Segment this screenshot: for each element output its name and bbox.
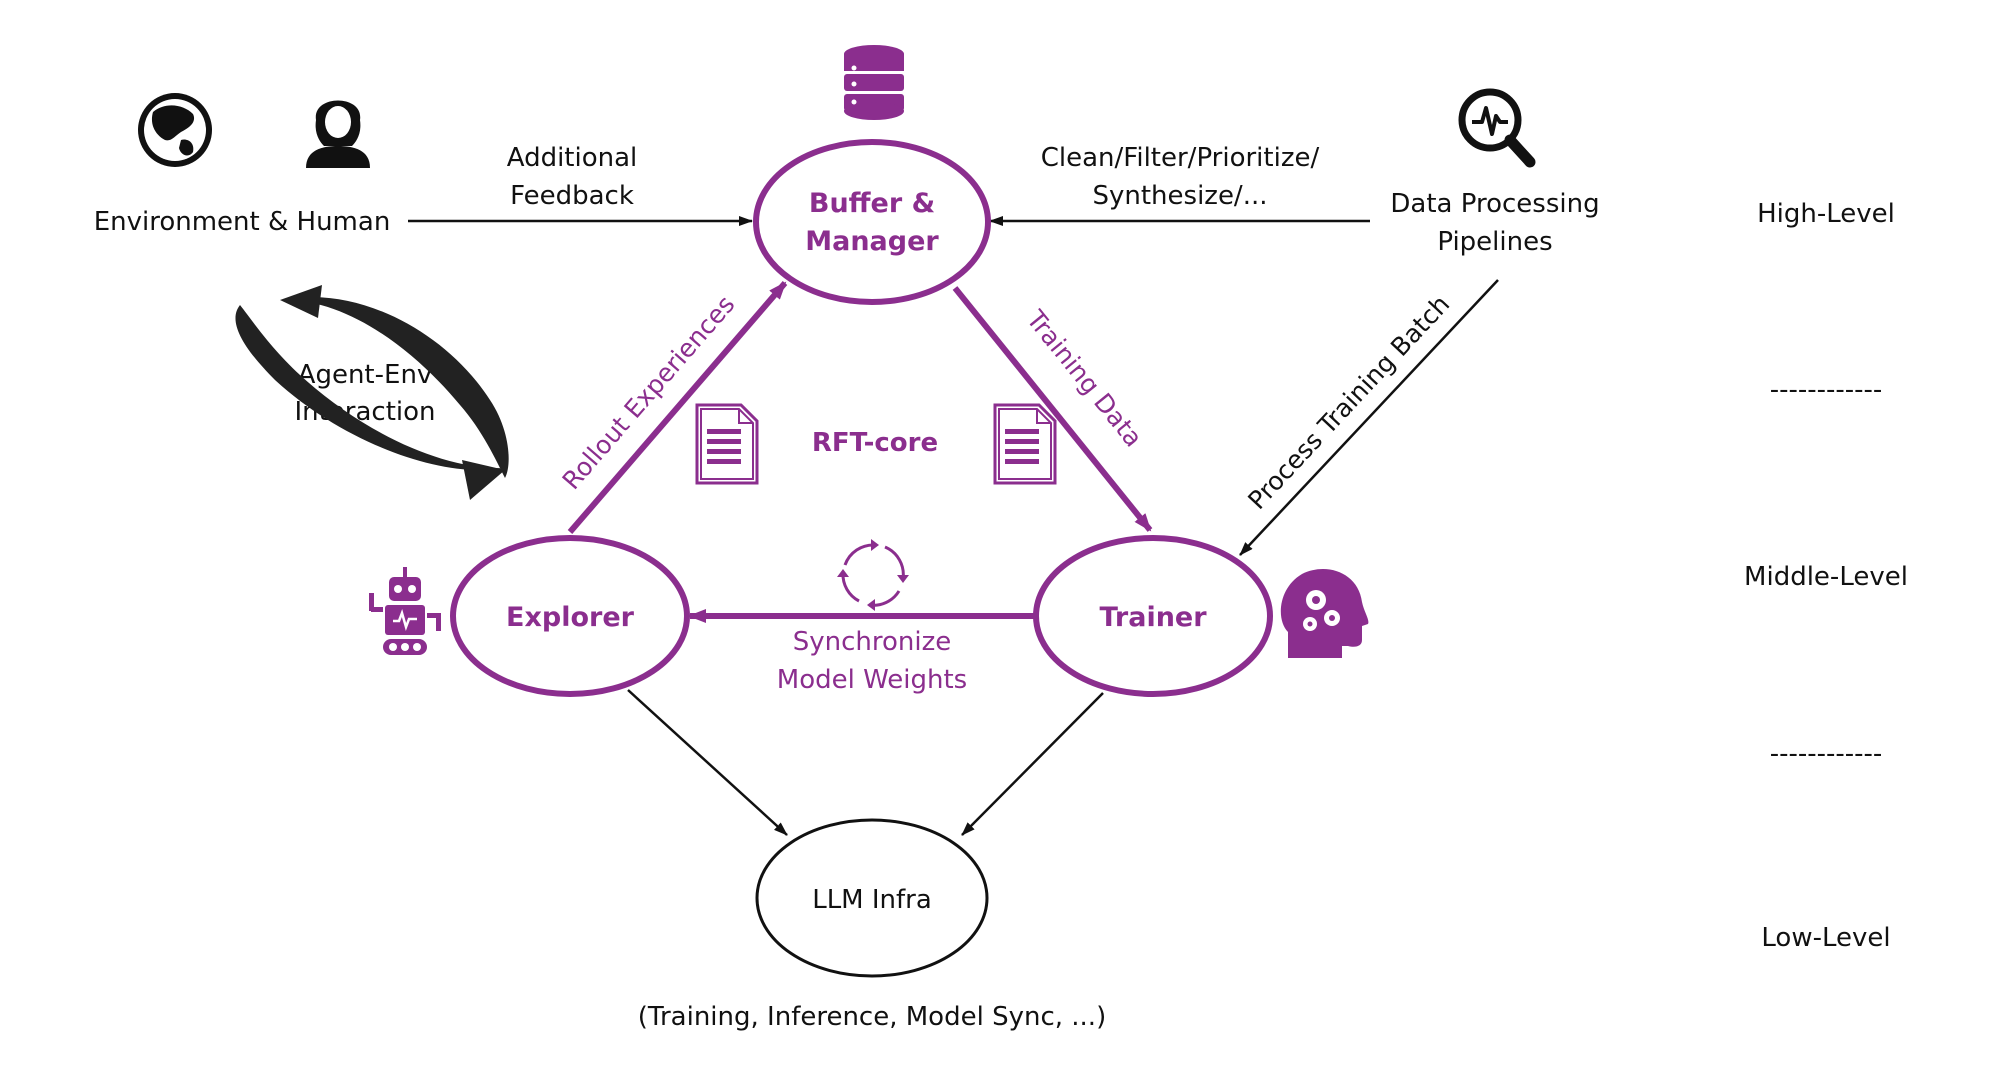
explorer-label: Explorer [506, 602, 635, 633]
clean-filter-label-1: Clean/Filter/Prioritize/ [1041, 143, 1320, 173]
head-gears-icon [1280, 569, 1369, 658]
level-low: Low-Level [1761, 923, 1890, 953]
trainer-to-infra-arrow [961, 692, 1104, 836]
explorer-node [450, 535, 690, 697]
llm-infra-node [755, 818, 989, 978]
trainer-node [1033, 535, 1273, 697]
sync-cycle-icon [837, 539, 909, 611]
llm-infra-note: (Training, Inference, Model Sync, ...) [638, 1002, 1106, 1032]
level-divider-2: ------------ [1770, 739, 1883, 769]
buffer-manager-node [753, 139, 991, 305]
globe-icon [138, 93, 212, 167]
process-batch-label: Process Training Batch [1242, 289, 1455, 514]
additional-feedback-label-1: Additional [507, 143, 638, 173]
training-data-arrow [952, 286, 1153, 532]
buffer-label-line1: Buffer & [809, 188, 935, 219]
level-divider-1: ------------ [1770, 375, 1883, 405]
level-middle: Middle-Level [1744, 562, 1908, 592]
sync-label-1: Synchronize [793, 627, 952, 657]
trainer-label: Trainer [1099, 602, 1207, 633]
explorer-to-infra-arrow [627, 689, 788, 836]
rollout-arrow [567, 281, 788, 534]
magnifier-waveform-icon [1458, 88, 1536, 168]
data-processing-label-1: Data Processing [1390, 189, 1599, 219]
document-icon [993, 403, 1057, 485]
llm-infra-label: LLM Infra [812, 885, 932, 915]
cycle-arrows-icon [235, 285, 509, 500]
person-icon [306, 100, 370, 168]
sync-label-2: Model Weights [777, 665, 967, 695]
database-icon [844, 45, 904, 120]
level-high: High-Level [1757, 199, 1895, 229]
rft-core-label: RFT-core [812, 428, 938, 458]
additional-feedback-label-2: Feedback [510, 181, 634, 211]
env-human-label: Environment & Human [94, 207, 391, 237]
agent-env-label-1: Agent-Env [298, 360, 433, 390]
buffer-label-line2: Manager [805, 226, 939, 257]
robot-icon [369, 567, 441, 655]
clean-filter-label-2: Synthesize/... [1092, 181, 1267, 211]
process-batch-arrow [1239, 279, 1499, 556]
document-icon [695, 403, 759, 485]
data-processing-label-2: Pipelines [1437, 227, 1552, 257]
